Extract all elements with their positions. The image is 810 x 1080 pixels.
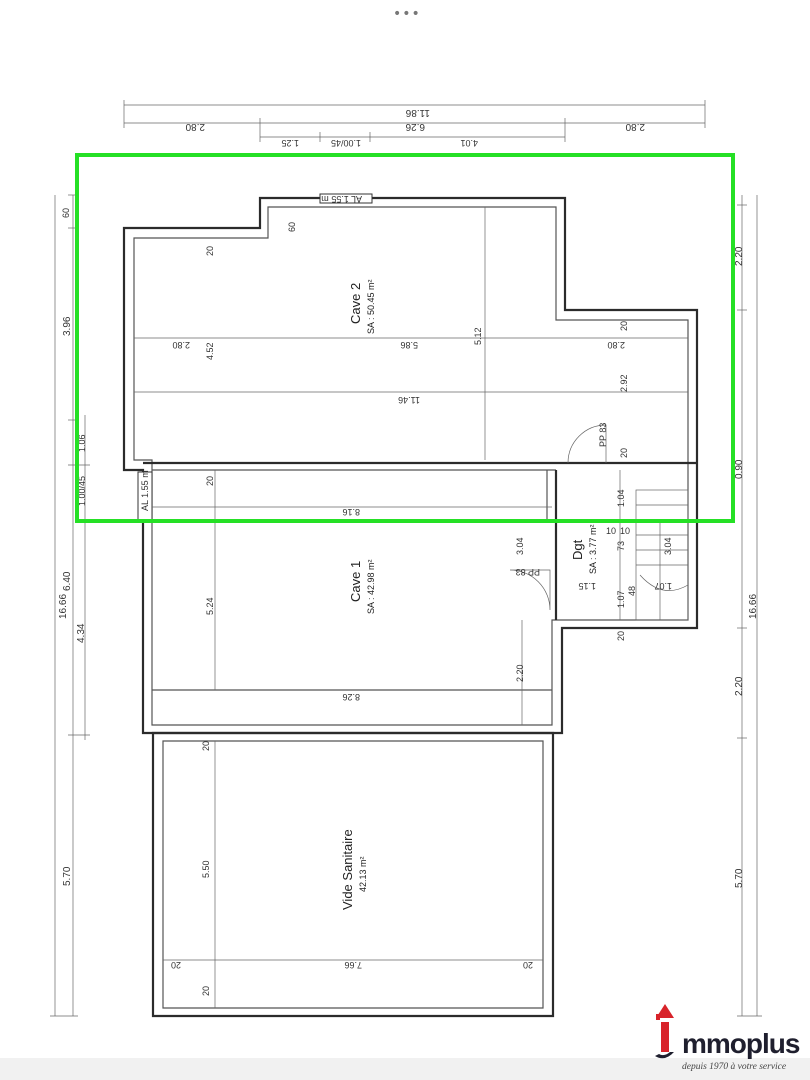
dim-w20-a: 20 [205, 246, 215, 256]
room-dgt-area: SA : 3.77 m² [588, 524, 598, 574]
dim-w20-b: 20 [619, 321, 629, 331]
dim-c2-280l: 2.80 [172, 340, 190, 350]
dim-w20-i: 20 [201, 986, 211, 996]
room-cave1-name: Cave 1 [348, 561, 363, 602]
room-cave1-area: SA : 42.98 m² [366, 559, 376, 614]
dim-c2-280r: 2.80 [607, 340, 625, 350]
interior-dimension-texts: 60 20 4.52 2.80 5.86 5.12 2.80 20 2.92 1… [171, 222, 673, 996]
dim-w20-f: 20 [201, 741, 211, 751]
dim-left-434: 4.34 [76, 623, 87, 643]
room-vide-name: Vide Sanitaire [340, 829, 355, 910]
dim-dg-115: 1.15 [578, 581, 596, 591]
dim-left-640: 6.40 [62, 571, 73, 591]
dim-w20-d: 20 [205, 476, 215, 486]
dim-right-220: 2.20 [734, 676, 745, 696]
dim-top-b: 1.00/45 [331, 138, 361, 148]
top-dimension-lines [123, 100, 706, 142]
dim-c2-512: 5.12 [473, 327, 483, 345]
right-dimension-lines [737, 195, 762, 1017]
dim-c1-524: 5.24 [205, 597, 215, 615]
room-dgt: Dgt SA : 3.77 m² [570, 524, 598, 574]
dim-left-total: 16.66 [58, 594, 69, 619]
dim-c2-1146: 11.46 [398, 395, 420, 405]
dim-c1-220: 2.20 [515, 664, 525, 682]
dim-right-220-top: 2.20 [734, 246, 745, 266]
bottom-bar [0, 1058, 810, 1080]
dim-left-106: 1.06 [77, 434, 87, 452]
dim-top-c: 4.01 [460, 138, 478, 148]
dim-left-100-45: 1.00/45 [77, 476, 87, 506]
staircase [635, 489, 689, 621]
door-swings [509, 424, 607, 611]
dim-dg-107b: 1.07 [654, 581, 672, 591]
selection-highlight-box[interactable] [75, 153, 735, 523]
room-dgt-name: Dgt [570, 539, 585, 560]
logo-tagline: depuis 1970 à votre service [682, 1062, 787, 1072]
dim-dg-10b: 10 [620, 526, 630, 536]
pp83-top: PP 83 [598, 423, 608, 447]
logo-brand-text: mmoplus [682, 1028, 800, 1059]
dim-w60: 60 [287, 222, 297, 232]
dim-top-right: 2.80 [625, 121, 645, 132]
pp83-bottom: PP 83 [516, 567, 540, 577]
dim-c1-304: 3.04 [515, 537, 525, 555]
dim-c2-452: 4.52 [205, 342, 215, 360]
immoplus-logo-mark-icon [655, 1004, 674, 1059]
room-vide-area: 42.13 m² [358, 856, 368, 892]
window-left-label: AL 1.55 m [140, 470, 150, 511]
dim-top-a: 1.25 [281, 138, 299, 148]
dim-w20-g: 20 [171, 960, 181, 970]
dim-right-total: 16.66 [748, 594, 759, 619]
interior-dimension-lines [134, 207, 688, 1008]
dim-w20-h: 20 [523, 960, 533, 970]
room-vide-sanitaire: Vide Sanitaire 42.13 m² [340, 829, 368, 910]
dim-dg-304: 3.04 [663, 537, 673, 555]
dim-left-570: 5.70 [62, 866, 73, 886]
dim-dg-73: 73 [616, 541, 626, 551]
dim-right-090: 0.90 [734, 459, 745, 479]
dim-dg-48: 48 [627, 586, 637, 596]
room-cave2-area: SA : 50.45 m² [366, 279, 376, 334]
dim-dg-107a: 1.07 [616, 590, 626, 608]
dim-c1-826: 8.26 [342, 692, 360, 702]
dim-dg-10a: 10 [606, 526, 616, 536]
immoplus-logo: mmoplus depuis 1970 à votre service [648, 1000, 808, 1078]
dim-c1-816: 8.16 [342, 507, 360, 517]
dim-vs-766: 7.66 [344, 960, 362, 970]
room-cave2: Cave 2 SA : 50.45 m² [348, 279, 376, 334]
dim-overall-width: 11.86 [405, 107, 430, 118]
window-top-label: AL 1.55 m [321, 194, 362, 204]
dim-c2-292: 2.92 [619, 374, 629, 392]
left-dimension-lines [50, 194, 90, 1017]
dim-w20-c: 20 [619, 448, 629, 458]
dim-dg-104: 1.04 [616, 489, 626, 507]
dim-left-396: 3.96 [62, 316, 73, 336]
dim-w20-e: 20 [616, 631, 626, 641]
menu-dots-icon[interactable]: ••• [393, 6, 421, 22]
dim-right-570: 5.70 [734, 868, 745, 888]
dim-top-left: 2.80 [185, 121, 205, 132]
dim-top-middle: 6.26 [405, 121, 425, 132]
room-cave2-name: Cave 2 [348, 283, 363, 324]
dim-c2-586: 5.86 [400, 340, 418, 350]
dim-left-60: 60 [61, 208, 71, 218]
room-cave1: Cave 1 SA : 42.98 m² [348, 559, 376, 614]
dim-vs-550: 5.50 [201, 860, 211, 878]
